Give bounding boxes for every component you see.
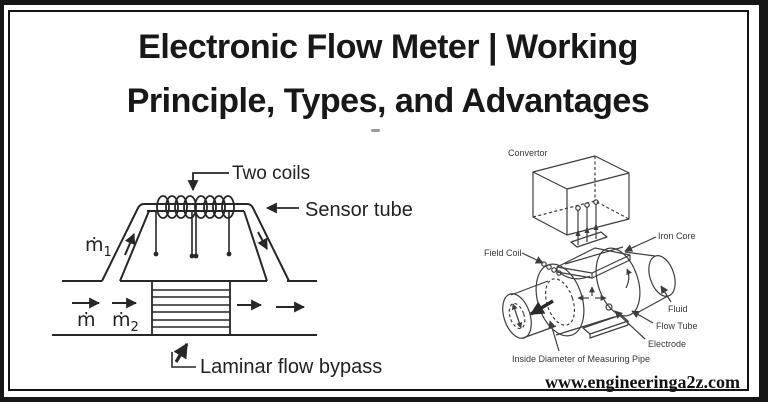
pipe-right [624,251,676,315]
mdot-label: ṁ [77,309,96,331]
sensor-tube-outer-left [101,203,152,282]
laminar-leader-arrow [173,342,189,363]
main-pipe [52,280,317,336]
convertor-wires [575,199,599,245]
flow-tube-leader [631,310,654,324]
watermark: www.engineeringa2z.com [545,372,740,392]
inside-diameter-leader [548,320,560,352]
fluid-flow-arrow [625,268,632,289]
pipe-left [502,280,557,339]
sensor-tube-label: Sensor tube [305,199,413,221]
thermal-mass-flow-meter-diagram: Two coils Sensor tube ṁ1 ṁ ṁ2 Laminar fl… [52,163,413,378]
iron-core-leader [624,236,657,252]
two-coils-label: Two coils [232,163,310,184]
outlet-flow-arrow [529,299,554,316]
page-title-line1: Electronic Flow Meter | Working [138,28,638,66]
page-title-line2: Principle, Types, and Advantages [126,82,650,120]
electrode-leader [614,310,646,340]
terminal-block [570,231,608,248]
laminar-leader-elbow [171,352,196,368]
laminar-bypass-element [151,282,231,335]
mdot2-label: ṁ2 [112,309,139,335]
field-coil-label: Field Coil [484,248,522,258]
fluid-leader [660,285,672,303]
flow-tube-label: Flow Tube [656,321,698,331]
page-title: Electronic Flow Meter | Working Principl… [4,20,768,128]
bottom-plate [582,314,629,339]
small-dash-mark [371,129,380,132]
sensor-leads [155,212,230,254]
fluid-label: Fluid [668,304,688,314]
two-coils-leader-arrow [187,172,229,192]
wire-up-arrowheads [575,223,599,236]
mdot1-label: ṁ1 [85,234,112,260]
inside-diameter-label: Inside Diameter of Measuring Pipe [512,354,650,364]
coil-group-right [194,195,235,219]
sensor-tube-inner-right [243,210,268,282]
sensor-tube-inner-left [119,210,150,282]
convertor-label: Convertor [508,148,548,158]
flow-arrows [72,231,306,313]
flow-arrow-ramp-up [124,232,136,256]
sensor-tube-outer-right [239,203,290,282]
sensor-lead-dots [153,251,232,259]
electrode-dot [605,303,613,311]
convertor-box [532,155,630,236]
field-direction-arrows [577,286,607,301]
flow-arrow-ramp-down [257,231,268,250]
laminar-flow-bypass-label: Laminar flow bypass [200,356,382,378]
coil-group-left [156,195,197,219]
leader-arrows [521,236,672,352]
field-coil [541,261,562,276]
field-coil-leader [521,252,544,264]
iron-core-label: Iron Core [658,231,696,241]
inside-diameter-arrow [511,303,523,329]
electromagnetic-flow-meter-diagram: Convertor Field Coil Iron Core Fluid Flo… [484,148,698,364]
electrode-label: Electrode [648,339,686,349]
image-panel: Electronic Flow Meter | Working Principl… [4,5,759,397]
